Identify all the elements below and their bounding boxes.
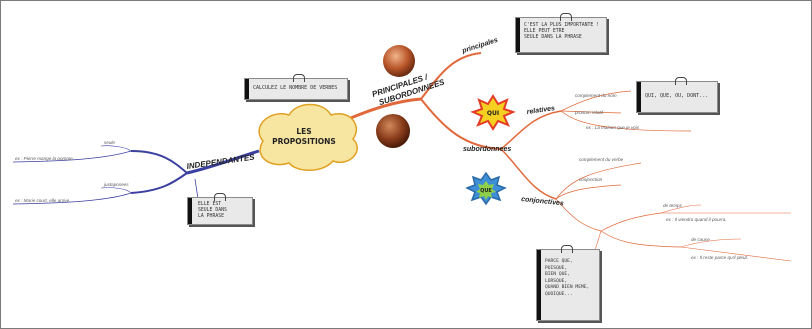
note-bar xyxy=(245,79,249,99)
note-top-left-text: CALCULEZ LE NOMBRE DE VERBES xyxy=(253,85,338,91)
branch-label-main: PRINCIPALES / SUBORDONNEES xyxy=(371,68,446,109)
left-branch-lines xyxy=(12,145,260,205)
note-top-right: C'EST LA PLUS IMPORTANTE ! ELLE PEUT ETR… xyxy=(515,13,607,53)
paperclip-icon xyxy=(214,193,226,201)
note-bar xyxy=(516,18,520,52)
paperclip-icon xyxy=(675,77,687,85)
leaf-text: seule xyxy=(104,140,115,145)
leaf-text: pronom relatif xyxy=(574,110,604,115)
note-bar xyxy=(188,198,192,224)
note-top-left: CALCULEZ LE NOMBRE DE VERBES xyxy=(244,74,348,100)
leaf-scribbles: ex : Pierre mange la pomme. ex : Marie c… xyxy=(15,93,748,260)
note-top-right-text: C'EST LA PLUS IMPORTANTE ! ELLE PEUT ETR… xyxy=(524,23,600,40)
note-bottom-text: PARCE QUE, PUISQUE, BIEN QUE, LORSQUE, Q… xyxy=(545,259,590,297)
note-right: QUI, QUE, OU, DONT... xyxy=(636,77,718,113)
leaf-text: juxtaposees xyxy=(103,182,129,187)
leaf-text: ex : Il viendra quand il pourra. xyxy=(666,217,727,222)
leaf-text: ex : La maison que je vois xyxy=(586,125,640,130)
branch-label-relatives: relatives xyxy=(526,105,555,116)
copper-ball-image xyxy=(383,45,415,77)
paperclip-icon xyxy=(293,74,305,82)
leaf-text: complement du nom xyxy=(575,93,617,98)
leaf-text: conjonction xyxy=(579,177,603,182)
leaf-text: de cause xyxy=(691,237,710,242)
note-bar xyxy=(537,250,541,320)
note-bottom-left: ELLE EST SEULE DANS LA PHRASE xyxy=(187,193,253,225)
leaf-text: ex : Marie court, elle arrive. xyxy=(15,198,70,203)
leaf-text: ex : Pierre mange la pomme. xyxy=(15,156,74,161)
leaf-text: complement du verbe xyxy=(579,157,624,162)
leaf-text: ex : Il reste parce qu'il pleut. xyxy=(691,255,748,260)
branch-label-subordonnees: subordonnees xyxy=(463,146,511,153)
branch-label-independantes: INDEPENDANTES xyxy=(186,152,256,171)
paperclip-icon xyxy=(560,13,572,21)
central-topic-cloud[interactable]: LES PROPOSITIONS xyxy=(258,103,358,171)
blue-burst-callout: QUE xyxy=(465,171,507,206)
central-topic-line1: LES xyxy=(296,127,311,136)
blue-burst-label: QUE xyxy=(480,188,492,194)
bronze-ball-image xyxy=(376,114,410,148)
branch-label-conjonctives: conjonctives xyxy=(521,196,564,207)
leaf-text: de temps xyxy=(663,203,683,208)
red-burst-label: QUI xyxy=(487,110,499,117)
paperclip-icon xyxy=(561,245,573,253)
note-bottom-left-text: ELLE EST SEULE DANS LA PHRASE xyxy=(198,202,227,219)
note-bottom: PARCE QUE, PUISQUE, BIEN QUE, LORSQUE, Q… xyxy=(536,245,600,321)
central-topic-line2: PROPOSITIONS xyxy=(272,137,336,146)
right-branch-lines xyxy=(338,52,792,264)
red-burst-callout: QUI xyxy=(470,94,516,131)
note-right-text: QUI, QUE, OU, DONT... xyxy=(645,93,709,99)
note-bar xyxy=(637,82,641,112)
